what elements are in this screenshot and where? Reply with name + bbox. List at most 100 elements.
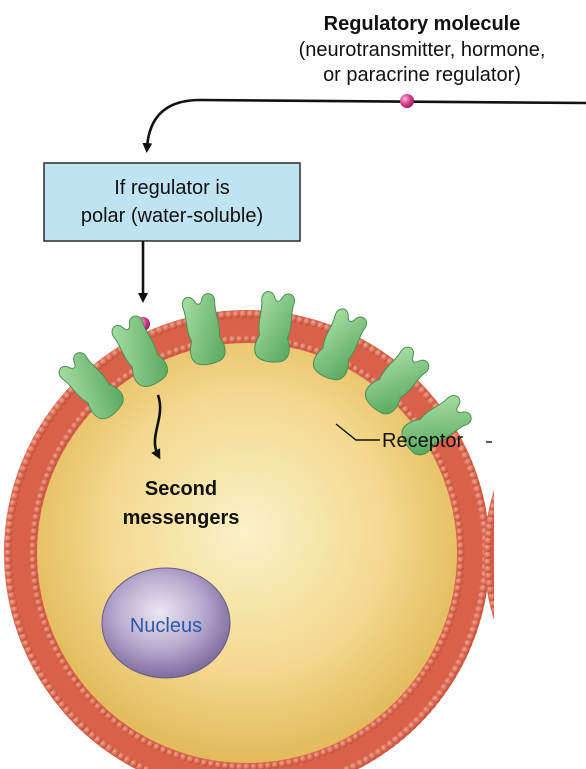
membrane-head [431, 652, 439, 660]
membrane-head [75, 682, 83, 690]
membrane-head [229, 762, 237, 769]
membrane-head [419, 670, 428, 678]
membrane-head [49, 639, 57, 647]
membrane-head [12, 485, 21, 494]
membrane-head [380, 744, 389, 753]
membrane-head [63, 391, 72, 400]
membrane-head [386, 708, 395, 716]
membrane-head [24, 646, 33, 655]
membrane-head [49, 689, 58, 698]
membrane-head [456, 535, 465, 543]
membrane-head [466, 465, 475, 474]
membrane-head [484, 543, 493, 552]
receptor-label: Receptor [382, 430, 463, 452]
membrane-head [207, 760, 216, 768]
membrane-head [352, 365, 360, 373]
membrane-head [475, 492, 484, 501]
membrane-head [563, 716, 571, 724]
membrane-head [464, 458, 473, 467]
membrane-head [218, 311, 227, 320]
membrane-head [346, 737, 354, 745]
membrane-head [46, 465, 54, 474]
membrane-head [455, 438, 464, 447]
membrane-head [427, 658, 435, 666]
membrane-head [524, 426, 532, 434]
membrane-head [520, 432, 528, 440]
membrane-head [129, 759, 138, 768]
membrane-head [71, 422, 79, 430]
membrane-head [445, 479, 453, 487]
membrane-head [488, 509, 494, 518]
membrane-head [45, 683, 54, 692]
membrane-head [454, 584, 462, 593]
membrane-head [84, 692, 92, 701]
membrane-head [485, 578, 494, 587]
membrane-head [368, 345, 377, 354]
membrane-head [364, 372, 372, 381]
membrane-head [122, 725, 130, 734]
membrane-head [293, 757, 301, 765]
membrane-head [464, 639, 473, 648]
membrane-head [506, 646, 514, 654]
membrane-receptors [58, 290, 472, 456]
membrane-head [88, 731, 97, 740]
membrane-head [186, 755, 195, 764]
membrane-head [41, 619, 49, 627]
membrane-head [72, 716, 81, 725]
membrane-head [454, 513, 462, 522]
membrane-head [153, 743, 161, 751]
membrane-head [469, 626, 478, 635]
membrane-head [427, 397, 436, 406]
membrane-head [105, 744, 114, 753]
membrane-head [140, 737, 148, 745]
membrane-head [422, 391, 431, 400]
membrane-head [456, 570, 464, 579]
membrane-head [49, 408, 58, 417]
membrane-head [117, 752, 126, 761]
membrane-head [451, 499, 459, 507]
nucleus-label: Nucleus [130, 615, 202, 637]
membrane-head [423, 664, 431, 672]
membrane-head [352, 733, 360, 741]
signal-squiggle-arrow [151, 394, 162, 460]
membrane-head [489, 502, 494, 511]
membrane-head [495, 620, 503, 628]
membrane-head [296, 315, 305, 324]
membrane-head [31, 520, 39, 529]
membrane-head [374, 349, 383, 358]
membrane-head [432, 695, 441, 704]
membrane-head [517, 438, 525, 446]
membrane-head [547, 702, 555, 710]
membrane-head [461, 451, 470, 460]
membrane-head [529, 681, 537, 689]
membrane-head [257, 762, 265, 769]
membrane-head [37, 426, 46, 435]
membrane-head [93, 735, 102, 744]
membrane-head [30, 527, 38, 536]
regulatory-molecule-detail-1: (neurotransmitter, hormone, [299, 39, 546, 61]
membrane-head [299, 343, 308, 351]
membrane-head [221, 762, 230, 769]
membrane-head [10, 605, 19, 614]
membrane-head [33, 592, 41, 600]
membrane-head [469, 471, 478, 480]
membrane-head [479, 584, 488, 593]
membrane-head [471, 478, 480, 487]
membrane-head [498, 626, 506, 634]
membrane-head [456, 563, 465, 571]
membrane-head [123, 755, 132, 764]
membrane-head [166, 349, 174, 357]
membrane-head [457, 542, 465, 550]
membrane-head [411, 682, 419, 690]
membrane-head [63, 706, 72, 715]
membrane-head [4, 541, 13, 550]
membrane-head [392, 703, 400, 711]
membrane-head [9, 598, 18, 607]
membrane-head [41, 479, 49, 487]
membrane-head [4, 549, 12, 557]
membrane-head [180, 753, 188, 761]
membrane-head [333, 743, 341, 751]
membrane-head [479, 513, 488, 522]
membrane-head [30, 659, 39, 668]
membrane-head [9, 499, 18, 508]
